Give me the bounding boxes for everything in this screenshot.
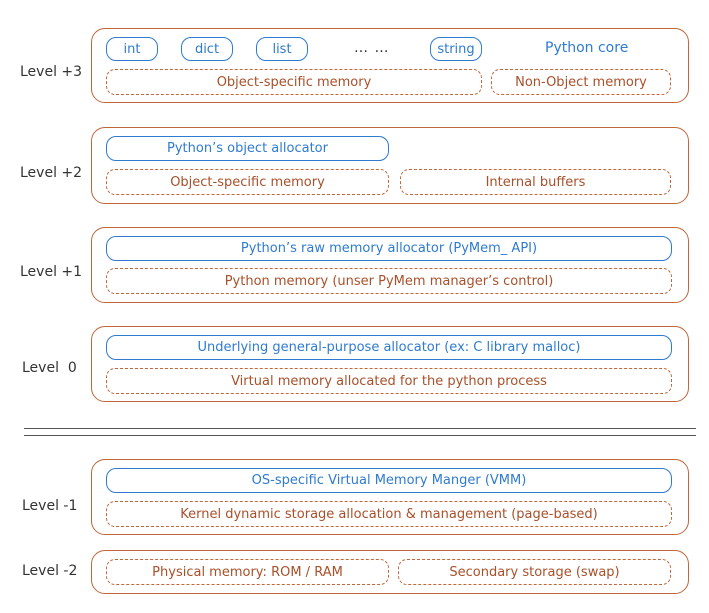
secondary-storage-box: Secondary storage (swap) xyxy=(398,559,671,585)
level-minus2-panel xyxy=(91,550,689,594)
raw-memory-allocator-pill: Python’s raw memory allocator (PyMem_ AP… xyxy=(106,236,672,261)
internal-buffers-box: Internal buffers xyxy=(400,169,671,195)
string-pill: string xyxy=(430,37,482,61)
virtual-memory-box: Virtual memory allocated for the python … xyxy=(106,368,672,394)
python-memory-box: Python memory (unser PyMem manager’s con… xyxy=(106,268,672,294)
level-label: Level +3 xyxy=(20,64,83,80)
physical-memory-box: Physical memory: ROM / RAM xyxy=(106,559,389,585)
non-object-memory-box: Non-Object memory xyxy=(491,69,671,95)
separator-rule-bottom xyxy=(24,435,696,437)
kernel-storage-box: Kernel dynamic storage allocation & mana… xyxy=(106,501,672,527)
separator-rule-top xyxy=(24,428,696,430)
vmm-pill: OS-specific Virtual Memory Manger (VMM) xyxy=(106,468,672,493)
level-label: Level +2 xyxy=(20,165,83,181)
object-allocator-pill: Python’s object allocator xyxy=(106,136,389,161)
level-label: Level -2 xyxy=(22,563,78,579)
level-label: Level -1 xyxy=(22,498,78,514)
level-label: Level 0 xyxy=(22,360,77,376)
list-pill: list xyxy=(256,37,308,61)
general-purpose-allocator-pill: Underlying general-purpose allocator (ex… xyxy=(106,335,672,360)
level-label: Level +1 xyxy=(20,264,83,280)
dict-pill: dict xyxy=(181,37,233,61)
ellipsis-text: … … xyxy=(354,40,390,56)
object-specific-memory-box: Object-specific memory xyxy=(106,69,482,95)
int-pill: int xyxy=(106,37,158,61)
object-specific-memory-box: Object-specific memory xyxy=(106,169,389,195)
python-core-label: Python core xyxy=(545,40,629,56)
